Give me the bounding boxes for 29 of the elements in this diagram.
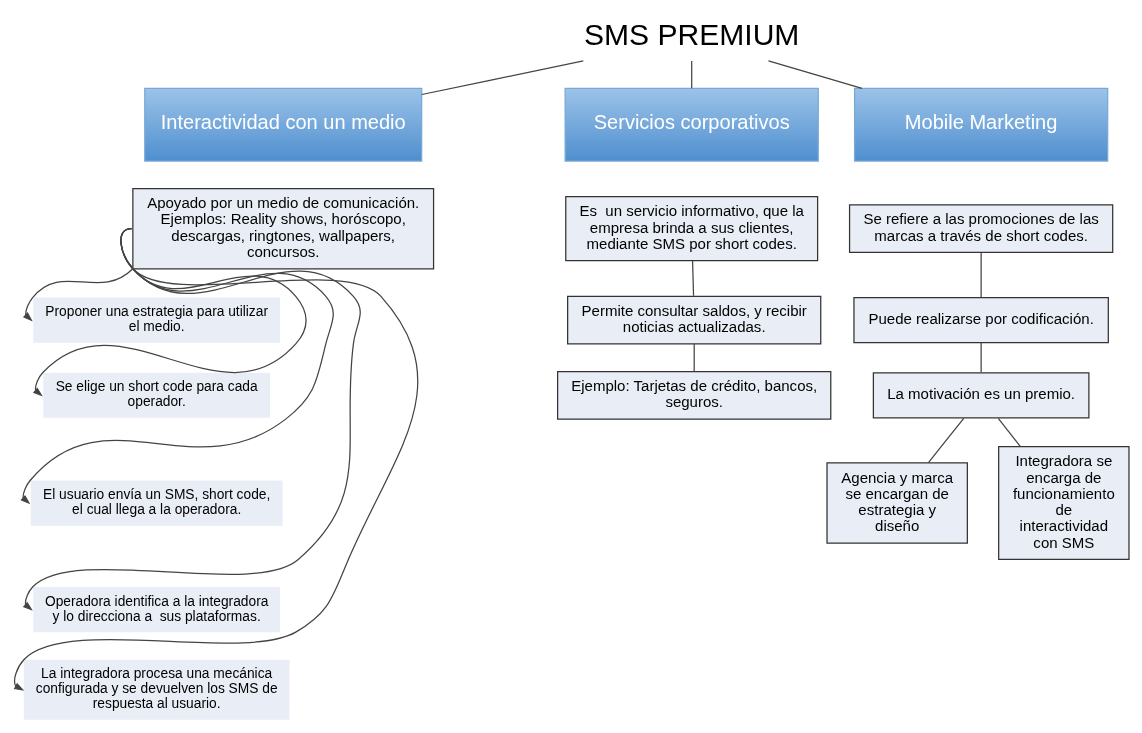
connector — [767, 60, 863, 89]
node-box: Interactividad con un medio — [143, 87, 422, 162]
node-box: La integradora procesa una mecánica configurada y se devuelven los SMS de respuesta al usuario. — [23, 659, 289, 720]
connector — [980, 252, 982, 299]
connector — [980, 342, 982, 374]
node-box: Integradora se encarga de funcionamiento de interactividad con SMS — [997, 446, 1130, 561]
connector — [693, 343, 695, 372]
connector — [691, 260, 694, 297]
arrow — [22, 268, 133, 322]
node-box: Puede realizarse por codificación. — [852, 296, 1109, 344]
arrow — [13, 228, 418, 691]
node-box: Apoyado por un medio de comunicación. Ejemplos: Reality shows, horóscopo, descargas, ringtones, wallpapers, concursos. — [131, 187, 434, 270]
node-box: Se elige un short code para cada operador. — [42, 372, 270, 418]
node-box: Operadora identifica a la integradora y lo direcciona a sus plataformas. — [32, 587, 280, 633]
node-box: Es un servicio informativo, que la empresa brinda a sus clientes, mediante SMS por short codes. — [564, 196, 818, 262]
node-box: Agencia y marca se encargan de estrategia y diseño — [825, 462, 968, 544]
node-box: La motivación es un premio. — [872, 372, 1089, 419]
connector — [690, 60, 692, 89]
node-box: Se refiere a las promociones de las marcas a través de short codes. — [848, 204, 1113, 254]
node-text: SMS PREMIUM — [583, 17, 799, 51]
node-box: Mobile Marketing — [853, 87, 1108, 162]
connector — [420, 60, 584, 96]
node-box: Proponer una estrategia para utilizar el medio. — [32, 297, 280, 343]
node-box: El usuario envía un SMS, short code, el cual llega a la operadora. — [30, 480, 283, 526]
connector — [927, 417, 964, 464]
node-box: Ejemplo: Tarjetas de crédito, bancos, seguros. — [556, 370, 831, 420]
connector — [997, 417, 1021, 448]
node-box: Servicios corporativos — [564, 87, 819, 162]
node-box: Permite consultar saldos, y recibir noticias actualizadas. — [566, 295, 821, 345]
